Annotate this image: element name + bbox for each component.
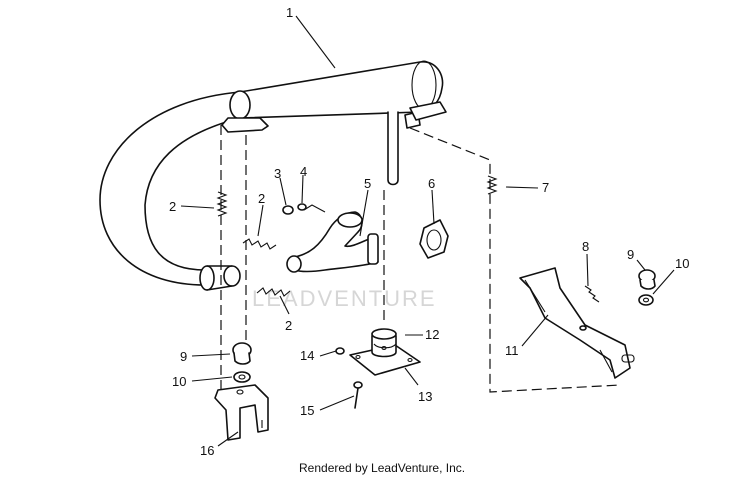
- leader-lines: [180, 15, 675, 447]
- bracket-part-11: [519, 267, 635, 379]
- callout-15: 15: [300, 403, 314, 418]
- callout-8: 8: [582, 239, 589, 254]
- springs: [216, 175, 498, 297]
- assembly-lines: [220, 125, 621, 393]
- cotter-pin-part-8: [584, 285, 600, 303]
- footer-credit: Rendered by LeadVenture, Inc.: [299, 461, 465, 475]
- nut-washer-parts-3-4: [282, 203, 307, 215]
- callout-labels: 1 2 2 2 3 4 5 6 7 8 9 10 11 9 10 12 13 1…: [169, 5, 689, 458]
- bumper-washer-right: [638, 269, 656, 306]
- callout-1: 1: [286, 5, 293, 20]
- callout-13: 13: [418, 389, 432, 404]
- callout-10-right: 10: [675, 256, 689, 271]
- isolator-mount-parts-12-13: [349, 328, 421, 376]
- callout-4: 4: [300, 164, 307, 179]
- callout-9-left: 9: [180, 349, 187, 364]
- muffler-part-1: [99, 60, 447, 291]
- bracket-part-16: [214, 384, 269, 441]
- callout-6: 6: [428, 176, 435, 191]
- callout-14: 14: [300, 348, 314, 363]
- callout-2b: 2: [258, 191, 265, 206]
- watermark: LEADVENTURE: [252, 286, 437, 311]
- callout-3: 3: [274, 166, 281, 181]
- bumper-washer-left: [232, 342, 252, 383]
- gasket-part-6: [419, 219, 449, 259]
- callout-16: 16: [200, 443, 214, 458]
- callout-12: 12: [425, 327, 439, 342]
- callout-2a: 2: [169, 199, 176, 214]
- callout-5: 5: [364, 176, 371, 191]
- callout-2c: 2: [285, 318, 292, 333]
- callout-9-right: 9: [627, 247, 634, 262]
- callout-7: 7: [542, 180, 549, 195]
- nut-bolt-parts-14-15: [335, 347, 363, 409]
- callout-11: 11: [505, 343, 519, 358]
- callout-10-left: 10: [172, 374, 186, 389]
- y-pipe-part-5: [286, 204, 379, 273]
